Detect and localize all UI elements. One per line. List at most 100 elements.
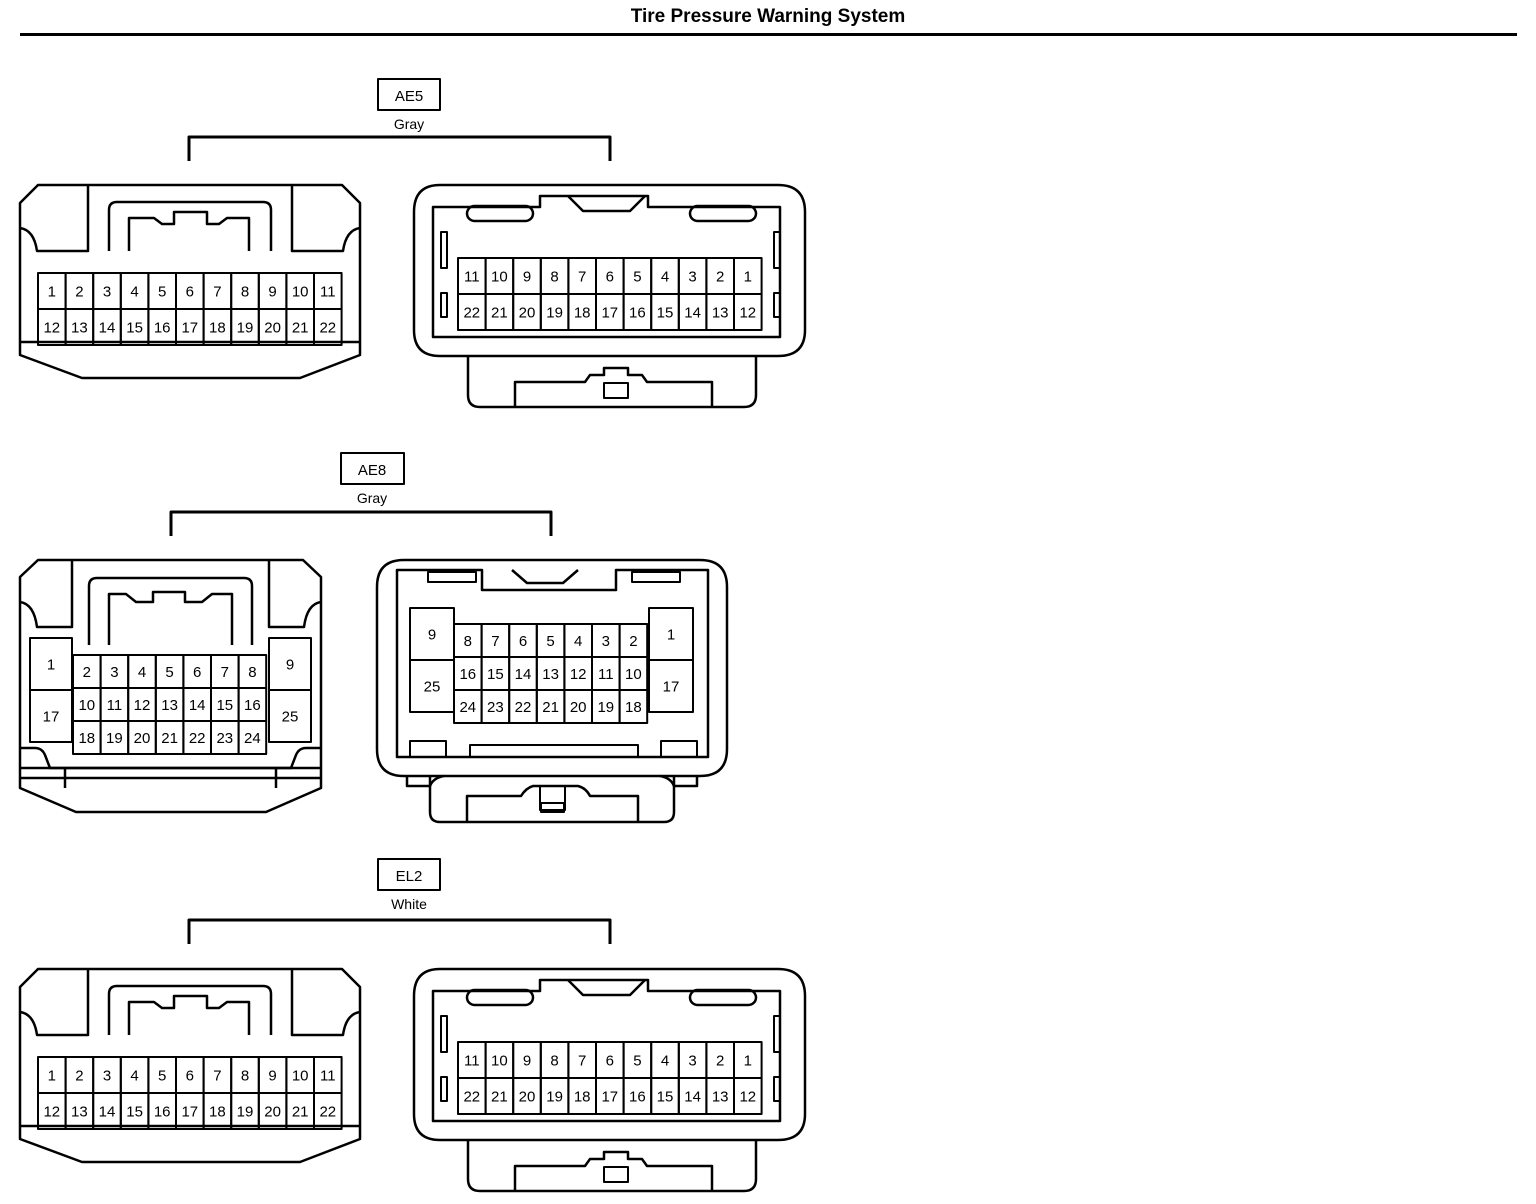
pin-number: 18 — [209, 319, 226, 336]
pin-number: 8 — [550, 268, 558, 285]
pin-number: 19 — [597, 699, 614, 716]
pin-number: 6 — [519, 633, 527, 650]
pin-number: 4 — [138, 664, 146, 681]
pin-number: 1 — [744, 1052, 752, 1069]
connector-color: Gray — [357, 490, 387, 506]
pin-number: 24 — [244, 730, 261, 747]
pin-number: 21 — [161, 730, 178, 747]
pin-number: 8 — [241, 283, 249, 300]
pin-number: 4 — [130, 1067, 138, 1084]
male-connector-housing — [18, 183, 362, 380]
connector-pair-bracket — [187, 135, 612, 161]
pin-number: 17 — [181, 319, 198, 336]
connector-color: Gray — [394, 116, 424, 132]
pin-number: 4 — [661, 268, 669, 285]
pin-number: 21 — [491, 304, 508, 321]
pin-number: 4 — [130, 283, 138, 300]
connector-color: White — [391, 896, 427, 912]
pin-number: 14 — [684, 1088, 701, 1105]
pin-number: 7 — [213, 283, 221, 300]
pin-number: 15 — [657, 1088, 674, 1105]
pin-number: 16 — [154, 319, 171, 336]
connector-code: EL2 — [396, 868, 423, 885]
pin-number: 19 — [106, 730, 123, 747]
pin-number: 5 — [158, 283, 166, 300]
pin-cell — [237, 720, 268, 755]
pin-number: 1 — [48, 1067, 56, 1084]
pin-number: 12 — [134, 697, 151, 714]
pin-number: 5 — [633, 1052, 641, 1069]
pin-number: 7 — [491, 633, 499, 650]
pin-number: 17 — [601, 304, 618, 321]
pin-number: 3 — [688, 1052, 696, 1069]
female-connector-housing — [412, 183, 807, 409]
pin-cell — [268, 689, 312, 743]
pin-number: 9 — [523, 1052, 531, 1069]
pin-number: 22 — [463, 1088, 480, 1105]
pin-number: 7 — [221, 664, 229, 681]
pin-number: 21 — [491, 1088, 508, 1105]
pin-number: 9 — [268, 283, 276, 300]
pin-number: 15 — [657, 304, 674, 321]
pin-number: 4 — [661, 1052, 669, 1069]
pin-number: 10 — [491, 268, 508, 285]
pin-number: 3 — [688, 268, 696, 285]
pin-number: 25 — [282, 708, 299, 725]
pin-number: 23 — [216, 730, 233, 747]
pin-number: 2 — [75, 1067, 83, 1084]
pin-number: 14 — [99, 1103, 116, 1120]
pin-number: 9 — [523, 268, 531, 285]
pin-number: 15 — [126, 319, 143, 336]
pin-number: 21 — [292, 1103, 309, 1120]
pin-number: 22 — [319, 1103, 336, 1120]
pin-number: 10 — [625, 666, 642, 683]
pin-cell — [618, 689, 649, 724]
pin-number: 7 — [578, 268, 586, 285]
pin-number: 5 — [546, 633, 554, 650]
pin-number: 11 — [464, 1052, 480, 1069]
pin-number: 19 — [546, 304, 563, 321]
page-title: Tire Pressure Warning System — [630, 6, 906, 27]
pin-number: 7 — [578, 1052, 586, 1069]
pin-number: 5 — [158, 1067, 166, 1084]
female-connector-housing — [375, 558, 729, 824]
pin-cell — [733, 293, 763, 331]
pin-cell — [733, 1077, 763, 1115]
pin-number: 15 — [126, 1103, 143, 1120]
pin-number: 17 — [43, 708, 60, 725]
pin-number: 12 — [43, 1103, 60, 1120]
pin-number: 13 — [712, 1088, 729, 1105]
pin-number: 11 — [320, 283, 336, 300]
pin-number: 11 — [320, 1067, 336, 1084]
pin-number: 13 — [71, 1103, 88, 1120]
pin-cell — [313, 1092, 343, 1130]
pin-number: 25 — [424, 678, 441, 695]
pin-number: 14 — [515, 666, 532, 683]
pin-number: 12 — [43, 319, 60, 336]
pin-number: 17 — [601, 1088, 618, 1105]
pin-number: 12 — [739, 1088, 756, 1105]
pin-number: 3 — [103, 283, 111, 300]
pin-number: 2 — [629, 633, 637, 650]
pin-number: 14 — [684, 304, 701, 321]
pin-number: 2 — [83, 664, 91, 681]
pin-number: 17 — [181, 1103, 198, 1120]
pin-number: 6 — [186, 283, 194, 300]
pin-number: 3 — [103, 1067, 111, 1084]
pin-number: 14 — [189, 697, 206, 714]
pin-number: 18 — [625, 699, 642, 716]
pin-number: 16 — [154, 1103, 171, 1120]
pin-number: 20 — [264, 1103, 281, 1120]
pin-number: 6 — [186, 1067, 194, 1084]
pin-number: 15 — [487, 666, 504, 683]
pin-number: 15 — [216, 697, 233, 714]
pin-number: 20 — [519, 304, 536, 321]
pin-number: 22 — [515, 699, 532, 716]
